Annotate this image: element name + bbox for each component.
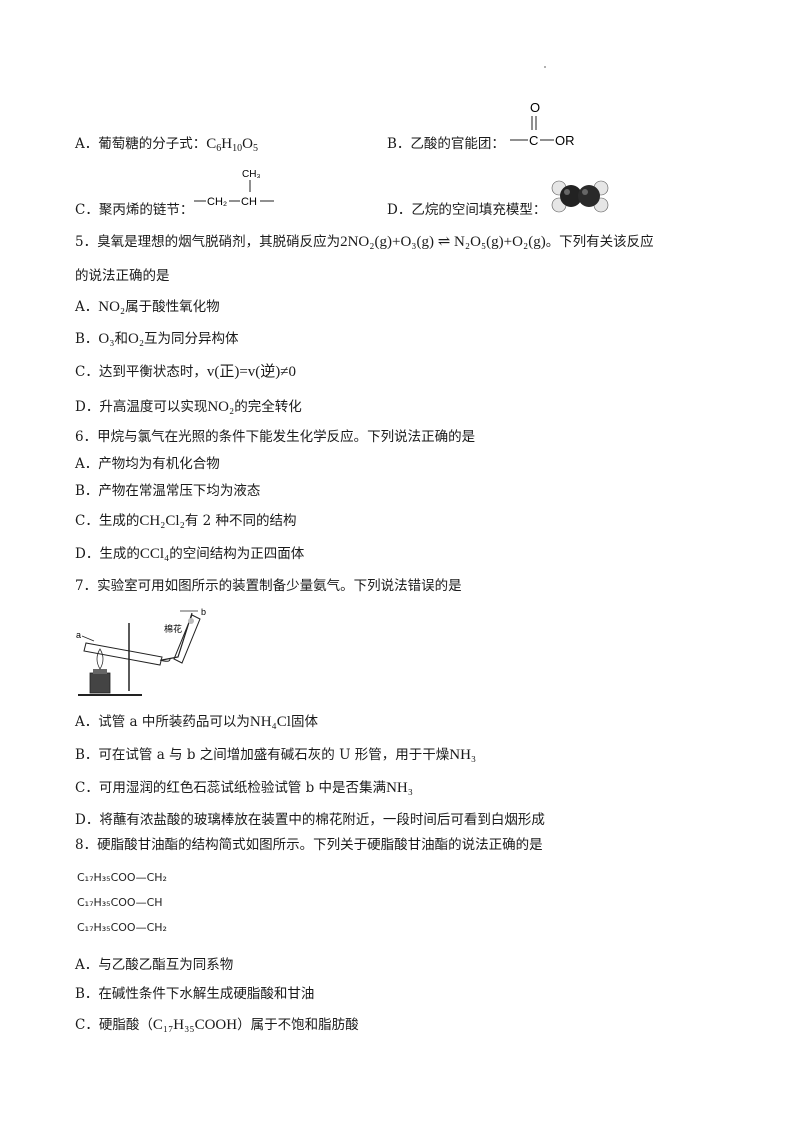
tube-b-label: b <box>201 607 206 617</box>
q8-option-c[interactable]: C．硬脂酸（C₁₇H₃₅COOH）属于不饱和脂肪酸 <box>75 1017 359 1033</box>
ammonia-apparatus-figure: a b 棉花 <box>76 607 206 696</box>
q4-option-c[interactable]: C．聚丙烯的链节： <box>75 202 194 218</box>
q6-option-c[interactable]: C．生成的CH₂Cl₂有 2 种不同的结构 <box>75 513 297 529</box>
rate-expression: v(正)=v(逆)≠0 <box>206 364 297 380</box>
ester-group-structure: O C OR <box>510 100 575 148</box>
tube-a-label: a <box>76 630 81 640</box>
stearin-row-1: C₁₇H₃₅COO—CH₂ <box>77 871 167 884</box>
q5-option-c[interactable]: C．达到平衡状态时，v(正)=v(逆)≠0 <box>75 364 297 380</box>
q8-option-a[interactable]: A．与乙酸乙酯互为同系物 <box>75 957 234 973</box>
struct-or-label: OR <box>555 133 575 148</box>
q6-option-b[interactable]: B．产物在常温常压下均为液态 <box>75 483 261 499</box>
q6-option-d[interactable]: D．生成的CCl₄的空间结构为正四面体 <box>75 546 305 562</box>
struct-o-label: O <box>530 100 540 115</box>
q4-option-d[interactable]: D．乙烷的空间填充模型： <box>387 202 547 218</box>
struct-c-label: C <box>529 133 538 148</box>
q7-stem: 7．实验室可用如图所示的装置制备少量氨气。下列说法错误的是 <box>75 578 462 594</box>
polypropylene-unit: CH₃ CH₂ CH <box>194 169 274 208</box>
q6-stem: 6．甲烷与氯气在光照的条件下能发生化学反应。下列说法正确的是 <box>75 429 476 445</box>
q4-option-b[interactable]: B．乙酸的官能团： <box>387 136 505 152</box>
q5-option-b[interactable]: B．O₃和O₂互为同分异构体 <box>75 331 239 347</box>
q7-option-d[interactable]: D．将蘸有浓盐酸的玻璃棒放在装置中的棉花附近，一段时间后可看到白烟形成 <box>75 812 545 828</box>
q7-option-b[interactable]: B．可在试管 a 与 b 之间增加盛有碱石灰的 U 形管，用于干燥NH₃ <box>75 747 477 763</box>
q7-option-c[interactable]: C．可用湿润的红色石蕊试纸检验试管 b 中是否集满NH₃ <box>75 780 413 796</box>
q8-option-b[interactable]: B．在碱性条件下水解生成硬脂酸和甘油 <box>75 986 315 1002</box>
q5-equation: 2NO₂(g)+O₃(g) ⇌ N₂O₅(g)+O₂(g) <box>340 234 546 250</box>
q6-option-a[interactable]: A．产物均为有机化合物 <box>75 456 220 472</box>
q7-option-a[interactable]: A．试管 a 中所装药品可以为NH₄Cl固体 <box>75 714 318 730</box>
ch2-label: CH₂ <box>207 196 227 208</box>
cotton-label: 棉花 <box>164 623 182 634</box>
q5-stem-line1: 5．臭氧是理想的烟气脱硝剂，其脱硝反应为2NO₂(g)+O₃(g) ⇌ N₂O₅… <box>75 234 654 250</box>
ethane-spacefill-model <box>551 180 609 213</box>
q5-option-d[interactable]: D．升高温度可以实现NO₂的完全转化 <box>75 399 302 415</box>
stearin-row-3: C₁₇H₃₅COO—CH₂ <box>77 921 167 934</box>
stearin-row-2: C₁₇H₃₅COO—CH <box>77 896 163 909</box>
ch-label: CH <box>241 196 257 208</box>
q4-option-a[interactable]: A．葡萄糖的分子式：C6H10O5 <box>75 136 258 154</box>
scan-speck <box>544 66 546 68</box>
ch3-label: CH₃ <box>242 169 261 180</box>
stearin-structure: C₁₇H₃₅COO—CH₂ C₁₇H₃₅COO—CH C₁₇H₃₅COO—CH₂ <box>77 865 167 940</box>
q5-option-a[interactable]: A．NO₂属于酸性氧化物 <box>75 299 220 315</box>
q8-stem: 8．硬脂酸甘油酯的结构简式如图所示。下列关于硬脂酸甘油酯的说法正确的是 <box>75 837 543 853</box>
q5-stem-line2: 的说法正确的是 <box>75 268 170 284</box>
glucose-formula: C6H10O5 <box>206 136 258 154</box>
